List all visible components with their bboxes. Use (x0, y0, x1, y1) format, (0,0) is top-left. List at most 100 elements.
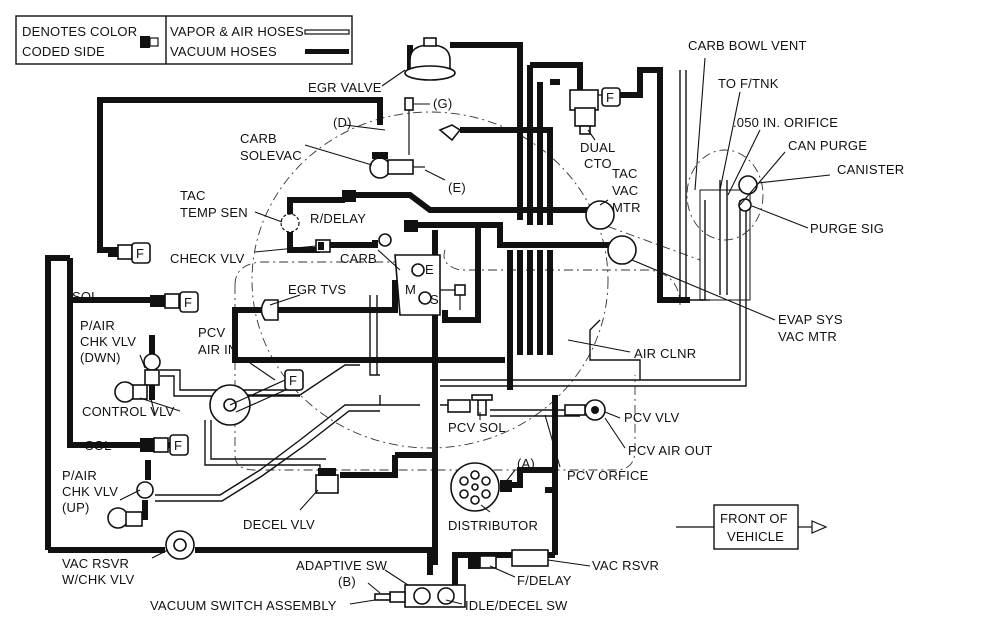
label-air-clnr: AIR CLNR (634, 346, 696, 361)
label-evap-2: VAC MTR (778, 329, 837, 344)
distributor (450, 462, 512, 512)
label-pcv-vlv: PCV VLV (624, 410, 679, 425)
sol-upper: F (108, 242, 151, 264)
egr-valve (404, 37, 456, 81)
carb-port-e: E (425, 262, 434, 277)
label-carb: CARB (340, 251, 377, 266)
g-connector (404, 97, 430, 155)
sol-middle-f-mark: F (184, 295, 192, 310)
label-check-vlv: CHECK VLV (170, 251, 245, 266)
carb-body: E M S (394, 254, 466, 316)
label-vac-rsvr: VAC RSVR (592, 558, 659, 573)
dual-cto-f-mark: F (606, 90, 614, 105)
arrow-right-icon (811, 520, 828, 534)
r-delay-valve (342, 190, 418, 232)
label-p-air-up-3: (UP) (62, 500, 90, 515)
tac-vac-motor (585, 200, 615, 230)
color-coded-connector-icon (140, 36, 159, 48)
label-p-air-up-1: P/AIR (62, 468, 97, 483)
label-egr-valve: EGR VALVE (308, 80, 382, 95)
label-pcv-air-2: AIR IN (198, 342, 237, 357)
label-carb-solevac-2: SOLEVAC (240, 148, 302, 163)
pcv-air-in-f-mark: F (289, 373, 297, 388)
label-adaptive-sw: ADAPTIVE SW (296, 558, 388, 573)
label-sol-2: SOL (85, 438, 112, 453)
label-d: (D) (333, 115, 352, 130)
label-purge-sig: PURGE SIG (810, 221, 884, 236)
canister (686, 149, 764, 301)
label-dual-cto-2: CTO (584, 156, 612, 171)
legend-vacuum: VACUUM HOSES (170, 44, 277, 59)
carb-port-m: M (405, 282, 416, 297)
label-orifice: .050 IN. ORIFICE (733, 115, 838, 130)
label-can-purge: CAN PURGE (788, 138, 867, 153)
front-of-vehicle: FRONT OF VEHICLE (676, 504, 828, 550)
label-tac-temp-2: TEMP SEN (180, 205, 248, 220)
label-evap-1: EVAP SYS (778, 312, 843, 327)
label-distributor: DISTRIBUTOR (448, 518, 538, 533)
dual-cto: F (569, 87, 621, 135)
pcv-solenoid (447, 394, 493, 416)
labels: EGR VALVE (G) (D) (E) CARB SOLEVAC TAC T… (62, 38, 904, 613)
pcv-air-in: F (209, 369, 304, 426)
label-canister: CANISTER (837, 162, 904, 177)
f-delay-valve (468, 555, 497, 569)
carb-port-s: S (430, 292, 439, 307)
tac-temp-sensor (280, 213, 300, 233)
label-p-air-dwn-3: (DWN) (80, 350, 121, 365)
control-valve (114, 381, 148, 403)
label-r-delay: R/DELAY (310, 211, 366, 226)
tee-fitting (438, 124, 462, 142)
label-vac-rsvr-chk-1: VAC RSVR (62, 556, 129, 571)
label-tac-vac-3: MTR (612, 200, 641, 215)
label-control-vlv: CONTROL VLV (82, 404, 175, 419)
vacuum-hose-swatch (305, 49, 349, 54)
vapor-hose-swatch (304, 29, 350, 35)
label-egr-tvs: EGR TVS (288, 282, 346, 297)
pcv-valve (564, 399, 606, 421)
p-air-check-valve-up (107, 481, 154, 529)
label-b: (B) (338, 574, 356, 589)
label-pcv-air-out: PCV AIR OUT (628, 443, 713, 458)
evap-vac-motor (607, 235, 637, 265)
leader-lines (108, 57, 831, 605)
legend-color-coded-2: CODED SIDE (22, 44, 105, 59)
front-of-vehicle-label-2: VEHICLE (727, 529, 784, 544)
label-to-f-tnk: TO F/TNK (718, 76, 779, 91)
carb-solevac (369, 152, 425, 179)
label-vac-rsvr-chk-2: W/CHK VLV (62, 572, 134, 587)
label-sol-1: SOL (72, 289, 99, 304)
label-p-air-dwn-2: CHK VLV (80, 334, 136, 349)
vacuum-switch-assembly (374, 584, 466, 608)
label-p-air-dwn-1: P/AIR (80, 318, 115, 333)
label-pcv-orfice: PCV ORFICE (567, 468, 649, 483)
vac-reservoir-check-valve (165, 530, 195, 560)
label-carb-bowl-vent: CARB BOWL VENT (688, 38, 807, 53)
label-pcv-sol: PCV SOL (448, 420, 506, 435)
label-dual-cto-1: DUAL (580, 140, 615, 155)
legend-vapor: VAPOR & AIR HOSES (170, 24, 304, 39)
label-a: (A) (517, 456, 535, 471)
sol-lower-f-mark: F (174, 438, 182, 453)
label-tac-vac-1: TAC (612, 166, 638, 181)
legend-color-coded: DENOTES COLOR (22, 24, 137, 39)
front-of-vehicle-label-1: FRONT OF (720, 511, 788, 526)
p-air-check-valve-down (143, 353, 161, 386)
label-f-delay: F/DELAY (517, 573, 572, 588)
sol-upper-f-mark: F (136, 246, 144, 261)
vapor-air-hoses (155, 70, 747, 502)
legend: DENOTES COLOR CODED SIDE VAPOR & AIR HOS… (15, 15, 353, 65)
label-decel-vlv: DECEL VLV (243, 517, 315, 532)
label-e: (E) (448, 180, 466, 195)
label-tac-temp-1: TAC (180, 188, 206, 203)
label-tac-vac-2: VAC (612, 183, 638, 198)
label-vacuum-switch-assembly: VACUUM SWITCH ASSEMBLY (150, 598, 337, 613)
vac-reservoir (511, 549, 549, 567)
decel-valve (315, 468, 339, 494)
label-idle-decel-sw: IDLE/DECEL SW (465, 598, 568, 613)
label-p-air-up-2: CHK VLV (62, 484, 118, 499)
sol-middle: F (150, 291, 199, 313)
label-pcv-air-1: PCV (198, 325, 225, 340)
egr-tvs (260, 299, 279, 321)
